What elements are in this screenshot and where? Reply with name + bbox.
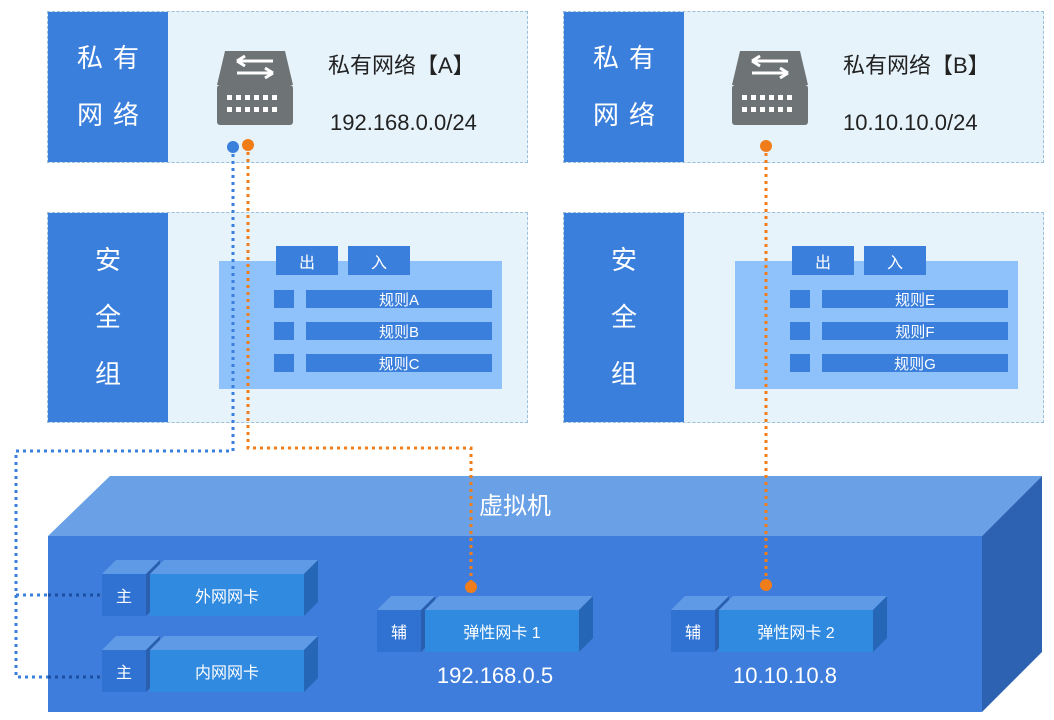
sg-b-rule-checkbox[interactable] (790, 322, 810, 340)
sg-a-tab-out[interactable]: 出 (276, 246, 338, 275)
nic-external-label: 外网网卡 (194, 589, 259, 606)
router-icon (217, 51, 293, 125)
sg-a-rule: 规则A (306, 290, 492, 309)
nic-eni-1 (377, 596, 593, 652)
endpoint-dot (760, 579, 772, 591)
vpc-a-side-line1: 私有 (76, 43, 149, 73)
eni-2-ip: 10.10.10.8 (733, 663, 837, 688)
endpoint-dot (242, 139, 254, 151)
endpoint-dot (227, 141, 239, 153)
router-icon (732, 51, 808, 125)
nic-internal-label: 内网网卡 (194, 665, 259, 682)
sg-a-side-char1: 安 (94, 245, 131, 275)
sg-b-side-char3: 组 (610, 359, 647, 389)
vpc-b-side-label: 私有 网络 (564, 12, 684, 162)
nic-primary-tag: 主 (115, 665, 132, 682)
nic-secondary-tag: 辅 (390, 625, 407, 642)
vpc-a-title: 私有网络【A】 (328, 53, 475, 78)
sg-b-side-char1: 安 (610, 245, 647, 275)
nic-secondary-tag: 辅 (684, 625, 701, 642)
endpoint-dot (465, 581, 477, 593)
vpc-a-panel: 私有 网络 (47, 11, 528, 163)
sg-b-tab-out[interactable]: 出 (792, 246, 854, 275)
vpc-b-cidr: 10.10.10.0/24 (843, 110, 978, 135)
eni-1-label: 弹性网卡 1 (463, 625, 541, 642)
eni-2-label: 弹性网卡 2 (757, 625, 835, 642)
nic-eni-2 (671, 596, 887, 652)
nic-primary-external (102, 560, 318, 616)
sg-a-rule: 规则C (306, 354, 492, 373)
sg-a-rule: 规则B (306, 322, 492, 341)
sg-b-side-char2: 全 (610, 302, 647, 332)
sg-b-rule: 规则F (822, 322, 1008, 341)
vpc-b-side-line2: 网络 (592, 100, 665, 130)
nic-primary-tag: 主 (115, 589, 132, 606)
vpc-a-side-label: 私有 网络 (48, 12, 168, 162)
endpoint-dot (760, 140, 772, 152)
vpc-a-side-line2: 网络 (76, 100, 149, 130)
eni-1-ip: 192.168.0.5 (436, 663, 554, 688)
link-blue-primary (14, 147, 235, 679)
sg-a-rule-checkbox[interactable] (274, 290, 294, 308)
sg-b-side-label: 安 全 组 (564, 213, 684, 422)
sg-a-side-label: 安 全 组 (48, 213, 168, 422)
sg-a-tab-in[interactable]: 入 (348, 246, 410, 275)
sg-a-side-char2: 全 (94, 302, 131, 332)
sg-a-side-char3: 组 (94, 359, 131, 389)
vpc-b-side-line1: 私有 (592, 43, 665, 73)
vm-right-face (982, 476, 1042, 712)
sg-b-rule: 规则G (822, 354, 1008, 373)
sg-a-rule-checkbox[interactable] (274, 322, 294, 340)
nic-primary-internal (102, 636, 318, 692)
vpc-b-title: 私有网络【B】 (843, 53, 990, 78)
vpc-b-panel: 私有 网络 (563, 11, 1044, 163)
vm-label: 虚拟机 (479, 493, 551, 520)
link-orange-eni1 (246, 145, 473, 587)
sg-b-tab-in[interactable]: 入 (864, 246, 926, 275)
sg-b-rule-checkbox[interactable] (790, 290, 810, 308)
vm-top-face (48, 476, 1042, 536)
sg-a-rule-checkbox[interactable] (274, 354, 294, 372)
sg-b-rule: 规则E (822, 290, 1008, 309)
sg-b-rule-checkbox[interactable] (790, 354, 810, 372)
vpc-a-cidr: 192.168.0.0/24 (330, 110, 477, 135)
